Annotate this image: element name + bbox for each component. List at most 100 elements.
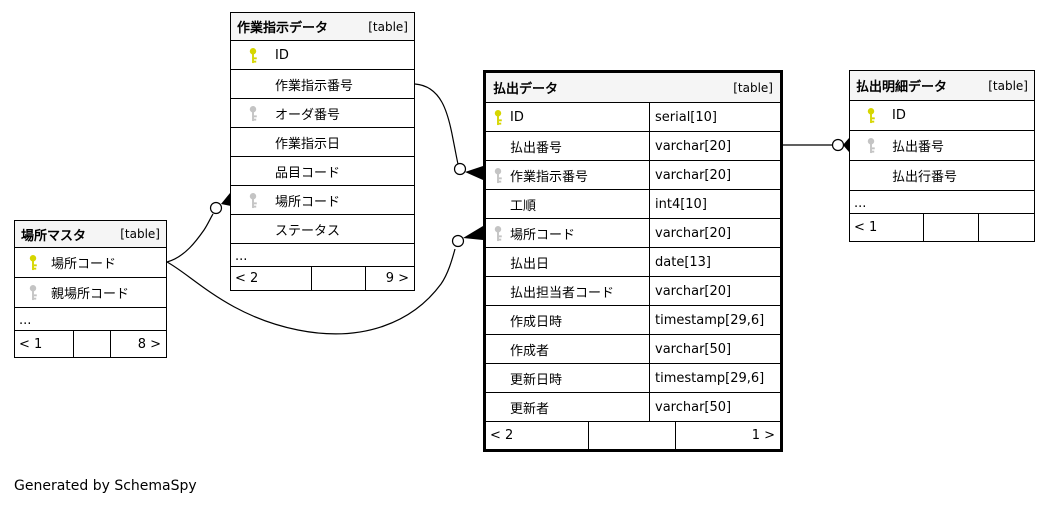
column-row[interactable]: 払出担当者コード varchar[20] xyxy=(486,277,780,306)
column-name: 作成日時 xyxy=(510,314,563,330)
column-type: timestamp[29,6] xyxy=(655,370,765,386)
degree-footer: < 2 9 > xyxy=(231,267,414,290)
degree-footer: < 1 xyxy=(850,214,1034,241)
crowfoot-arrow xyxy=(465,166,483,180)
column-name: 払出担当者コード xyxy=(510,285,615,301)
crowfoot-arrow xyxy=(463,226,483,240)
column-type: varchar[20] xyxy=(655,138,732,154)
column-row[interactable]: 場所コード varchar[20] xyxy=(486,219,780,248)
column-name: 更新日時 xyxy=(510,372,563,388)
primary-key-icon xyxy=(249,47,257,63)
children-degree: 9 > xyxy=(385,271,409,286)
column-name: ID xyxy=(510,109,524,125)
table-header: 払出データ [table] xyxy=(486,73,780,103)
column-row[interactable]: ID xyxy=(850,101,1034,131)
table-node-basho-master[interactable]: 場所マスタ [table] 場所コード 親場所コード ... < 1 8 > xyxy=(14,220,167,358)
column-row[interactable]: ID xyxy=(231,41,414,70)
column-row[interactable]: オーダ番号 xyxy=(231,99,414,128)
column-name: 工順 xyxy=(510,198,537,214)
column-row[interactable]: 品目コード xyxy=(231,157,414,186)
table-node-sagyou-shiji-data[interactable]: 作業指示データ [table] ID 作業指示番号 オーダ番号 作業指示日 品目… xyxy=(230,12,415,291)
column-row[interactable]: 場所コード xyxy=(15,248,166,278)
footer-middle-cell xyxy=(73,331,111,357)
ellipsis-row: ... xyxy=(231,244,414,267)
column-name: 品目コード xyxy=(275,165,341,181)
table-node-haraidashi-data[interactable]: 払出データ [table] ID serial[10] 払出番号 varchar… xyxy=(483,70,783,452)
table-header: 払出明細データ [table] xyxy=(850,71,1034,101)
column-type: varchar[20] xyxy=(655,283,732,299)
column-row[interactable]: 払出日 date[13] xyxy=(486,248,780,277)
key-cell xyxy=(486,167,510,184)
relationship-curve xyxy=(166,213,214,263)
ellipsis-row: ... xyxy=(15,308,166,331)
column-type: timestamp[29,6] xyxy=(655,312,765,328)
column-row[interactable]: ステータス xyxy=(231,215,414,244)
column-name: 払出行番号 xyxy=(892,170,958,185)
column-type: date[13] xyxy=(655,254,711,270)
column-name: 作成者 xyxy=(510,343,550,359)
children-degree: 1 > xyxy=(751,428,775,443)
column-row[interactable]: 場所コード xyxy=(231,186,414,215)
cardinality-circle xyxy=(451,234,465,248)
foreign-key-icon xyxy=(29,285,37,301)
primary-key-icon xyxy=(29,255,37,271)
column-row[interactable]: 更新者 varchar[50] xyxy=(486,393,780,422)
column-name: 作業指示日 xyxy=(275,136,341,152)
parents-degree: < 1 xyxy=(19,336,43,352)
relationship-haraidashi-to-meisai xyxy=(783,138,849,152)
column-row[interactable]: 作成者 varchar[50] xyxy=(486,335,780,364)
column-name: ID xyxy=(892,108,906,123)
column-row[interactable]: 払出番号 xyxy=(850,131,1034,161)
column-row[interactable]: 作業指示番号 xyxy=(231,70,414,99)
foreign-key-icon xyxy=(867,138,875,154)
column-row[interactable]: 作業指示日 xyxy=(231,128,414,157)
column-name: 作業指示番号 xyxy=(510,169,589,185)
column-row[interactable]: 工順 int4[10] xyxy=(486,190,780,219)
key-cell xyxy=(231,105,275,122)
table-header: 場所マスタ [table] xyxy=(15,221,166,248)
footer-middle-cell xyxy=(311,267,366,290)
foreign-key-icon xyxy=(249,192,257,208)
column-type: varchar[20] xyxy=(655,225,732,241)
column-row[interactable]: 親場所コード xyxy=(15,278,166,308)
column-name: 場所コード xyxy=(275,194,341,210)
table-title: 作業指示データ xyxy=(237,21,329,36)
column-row[interactable]: 更新日時 timestamp[29,6] xyxy=(486,364,780,393)
column-name: 払出番号 xyxy=(510,140,563,156)
cardinality-circle xyxy=(831,138,845,152)
key-cell xyxy=(850,137,892,154)
column-row[interactable]: 作業指示番号 varchar[20] xyxy=(486,161,780,190)
key-cell xyxy=(231,47,275,64)
column-name: 作業指示番号 xyxy=(275,78,354,94)
column-name: 場所コード xyxy=(510,227,576,243)
column-row[interactable]: 払出行番号 xyxy=(850,161,1034,191)
key-cell xyxy=(486,109,510,126)
table-title: 払出明細データ xyxy=(856,80,948,95)
key-cell xyxy=(231,192,275,209)
foreign-key-icon xyxy=(494,225,502,241)
children-degree: 8 > xyxy=(137,336,161,352)
column-name: 親場所コード xyxy=(51,287,130,302)
column-row[interactable]: 払出番号 varchar[20] xyxy=(486,132,780,161)
ellipsis-row: ... xyxy=(850,191,1034,214)
parents-degree: < 2 xyxy=(490,428,514,443)
column-row[interactable]: ID serial[10] xyxy=(486,103,780,132)
column-name: オーダ番号 xyxy=(275,107,341,123)
column-type: varchar[20] xyxy=(655,167,732,183)
table-node-haraidashi-meisai-data[interactable]: 払出明細データ [table] ID 払出番号 払出行番号 ... < 1 xyxy=(849,70,1035,242)
column-name: 払出番号 xyxy=(892,140,945,155)
key-cell xyxy=(15,254,51,271)
key-cell xyxy=(486,225,510,242)
table-title: 場所マスタ xyxy=(21,228,87,244)
foreign-key-icon xyxy=(249,105,257,121)
column-row[interactable]: 作成日時 timestamp[29,6] xyxy=(486,306,780,335)
primary-key-icon xyxy=(867,108,875,124)
children-degree xyxy=(979,214,1034,241)
column-name: ID xyxy=(275,47,289,63)
column-type: serial[10] xyxy=(655,109,717,125)
degree-footer: < 2 1 > xyxy=(486,422,780,449)
table-tag: [table] xyxy=(120,227,160,241)
relationship-curve xyxy=(414,83,459,165)
key-cell xyxy=(15,284,51,301)
column-name: 更新者 xyxy=(510,401,550,417)
